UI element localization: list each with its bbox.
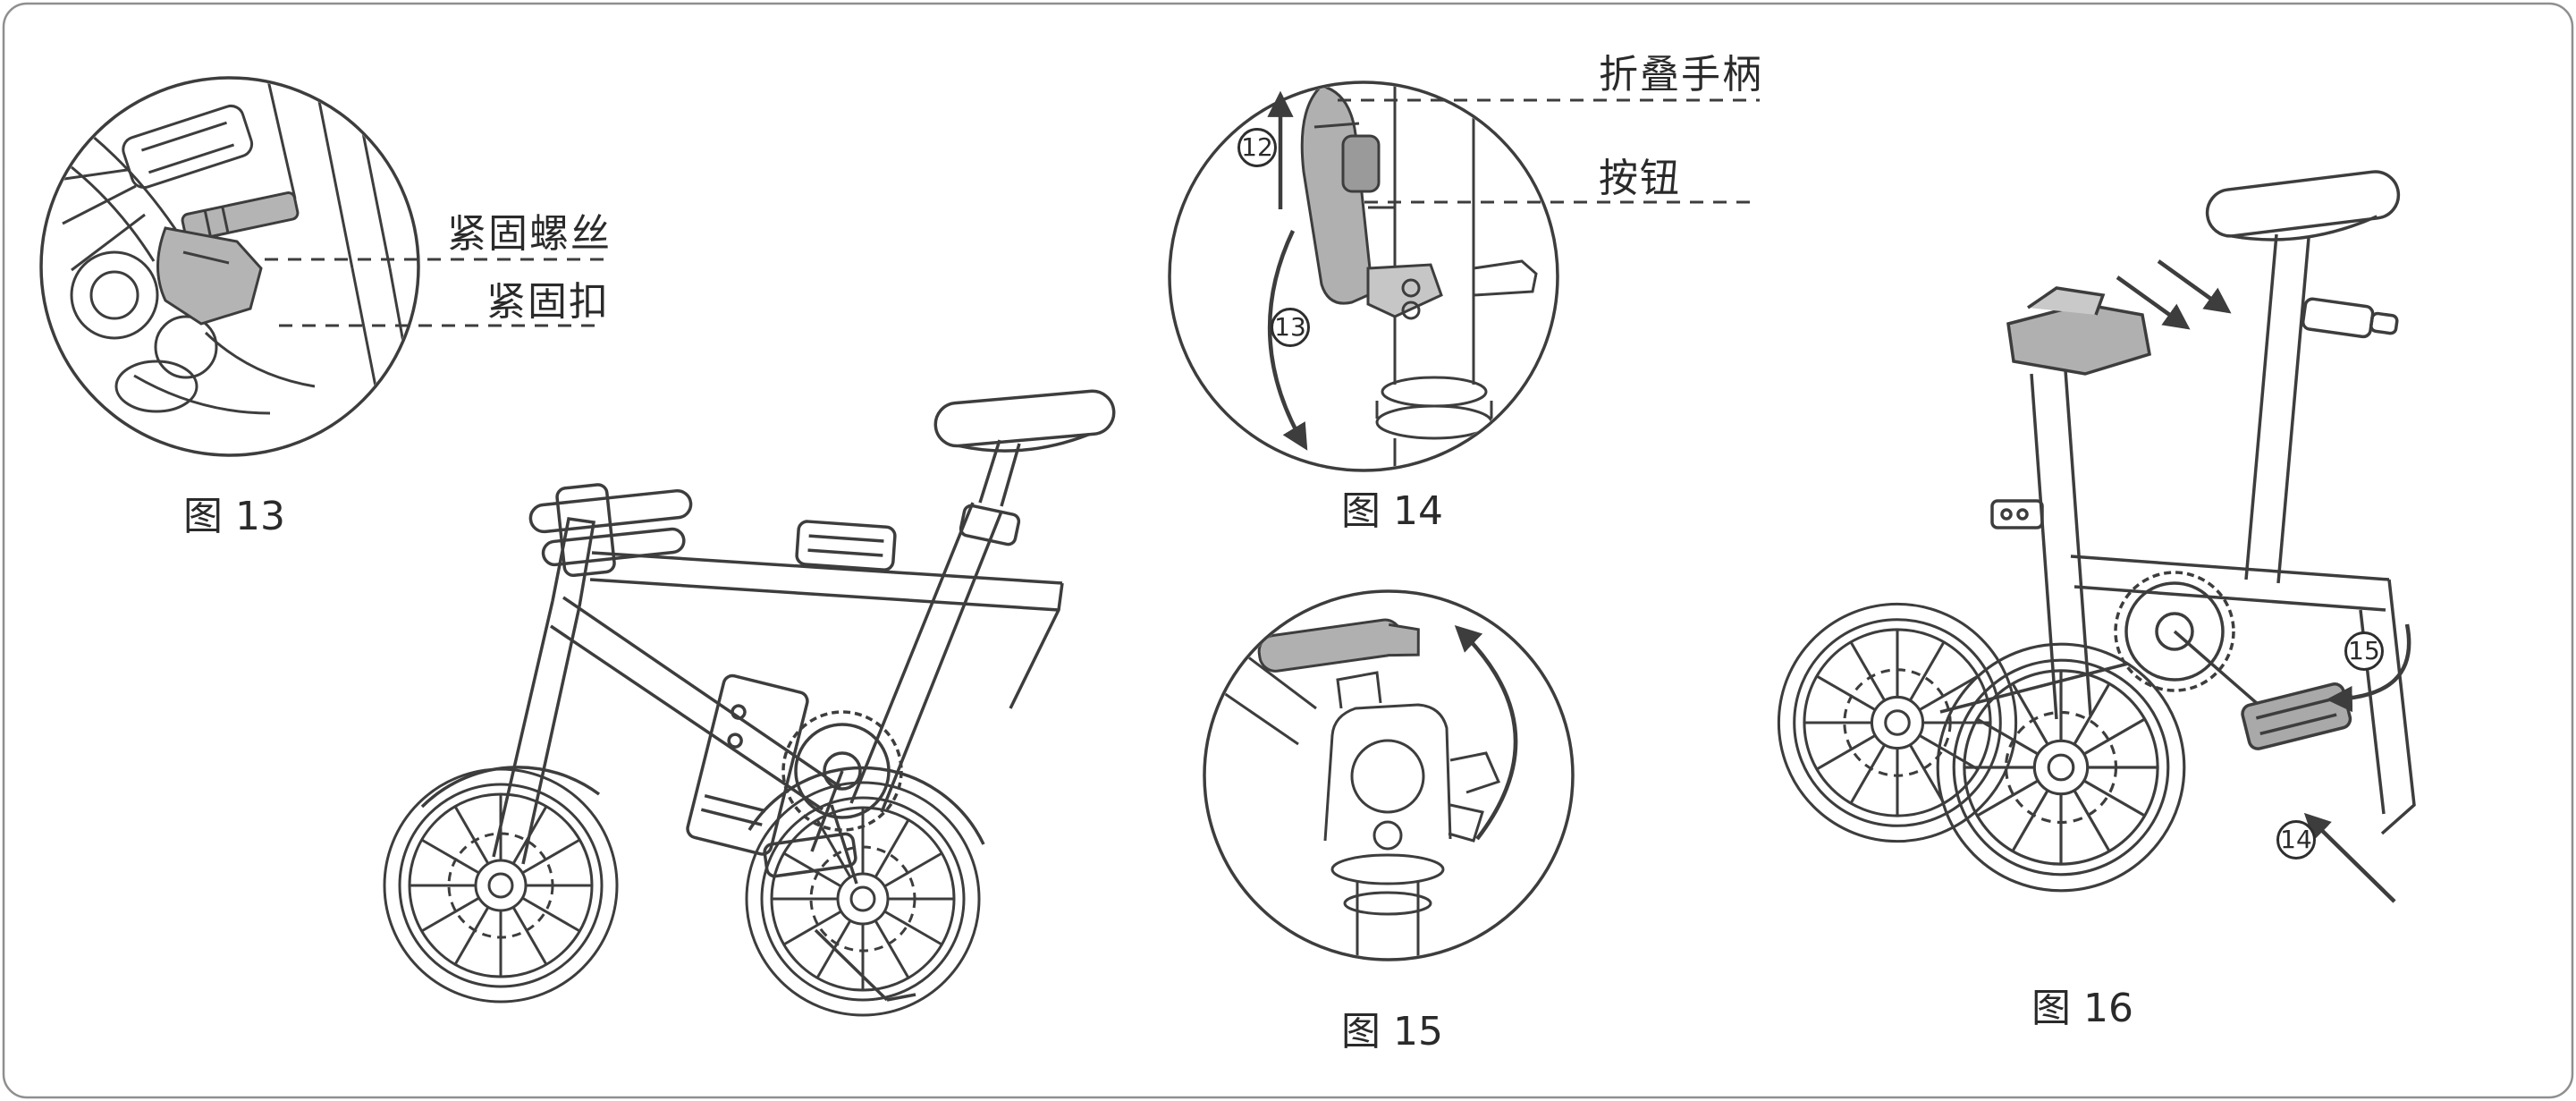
arrow-stem-fold-1 (2116, 275, 2191, 330)
arrow-step15-pedal (2326, 623, 2411, 713)
battery-pack (686, 673, 809, 856)
callout-step-13: 13 (1271, 308, 1310, 347)
folded-bike-illustration (1777, 170, 2416, 893)
figure13-detail-circle (39, 76, 604, 457)
arrow-step14-pedal (2303, 812, 2396, 903)
folded-front-wheel (1777, 602, 2018, 843)
callout-step-14: 14 (2276, 820, 2316, 860)
caption-figure16: 图 16 (2031, 986, 2133, 1031)
arrow-stem-fold-2 (2157, 259, 2232, 314)
caption-figure14: 图 14 (1341, 488, 1443, 534)
arrow-fold-rotate (1454, 624, 1518, 841)
folded-stem-clamp (2006, 302, 2152, 376)
label-fastening-clip: 紧固扣 (486, 279, 610, 325)
label-button: 按钮 (1599, 156, 1681, 201)
rear-wheel (745, 781, 981, 1017)
label-folding-handle: 折叠手柄 (1599, 52, 1763, 97)
caption-figure15: 图 15 (1341, 1009, 1443, 1054)
figure14-detail-circle (1168, 80, 1760, 472)
unfolded-pedal (2241, 682, 2352, 750)
caption-figure13: 图 13 (183, 494, 285, 539)
figure15-detail-circle (1203, 589, 1575, 961)
front-wheel (383, 767, 619, 1004)
folded-handlebar (528, 483, 693, 578)
standing-bike-illustration (383, 389, 1116, 1017)
button-part (1341, 134, 1381, 193)
callout-step-12: 12 (1237, 128, 1277, 167)
arrow-step13-rotate (1267, 230, 1308, 451)
saddle (933, 389, 1116, 453)
label-fastening-screw: 紧固螺丝 (447, 211, 612, 257)
callout-step-15: 15 (2344, 631, 2384, 671)
folded-saddle (2205, 170, 2401, 241)
folded-pedal-on-rack (795, 520, 897, 572)
